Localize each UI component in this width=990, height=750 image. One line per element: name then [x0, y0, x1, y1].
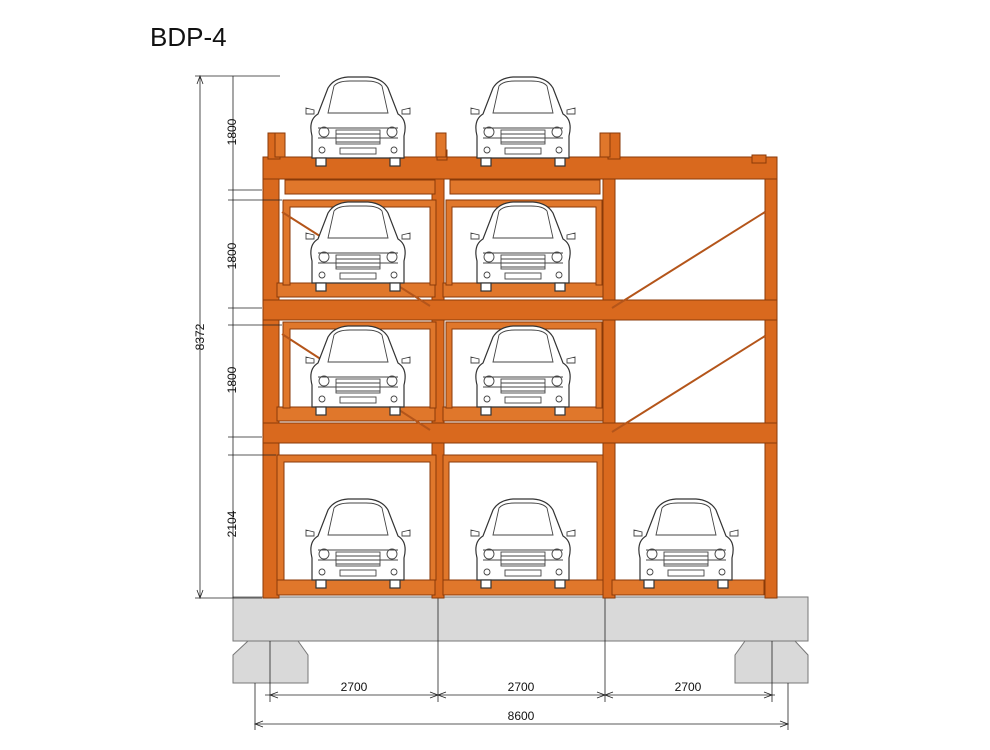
car-front-icon: [470, 76, 576, 167]
car-front-icon: [470, 201, 576, 292]
height-dimension-level-1: 2104: [225, 510, 239, 537]
car-front-icon: [470, 498, 576, 589]
foundation: [232, 596, 809, 684]
car-front-icon: [470, 325, 576, 416]
width-dimension-bay-3: 2700: [675, 680, 702, 694]
height-dimension-level-4: 1800: [225, 118, 239, 145]
car-front-icon: [633, 498, 739, 589]
total-height-dimension: 8372: [193, 323, 207, 350]
height-dimension-level-3: 1800: [225, 242, 239, 269]
car-front-icon: [305, 325, 411, 416]
horizontal-dimensions: [253, 641, 790, 730]
vertical-dimensions: [195, 74, 282, 600]
car-front-icon: [305, 498, 411, 589]
diagram-title: BDP-4: [150, 22, 227, 52]
total-width-dimension: 8600: [508, 709, 535, 723]
car-front-icon: [305, 201, 411, 292]
height-dimension-level-2: 1800: [225, 366, 239, 393]
width-dimension-bay-1: 2700: [341, 680, 368, 694]
width-dimension-bay-2: 2700: [508, 680, 535, 694]
car-front-icon: [305, 76, 411, 167]
